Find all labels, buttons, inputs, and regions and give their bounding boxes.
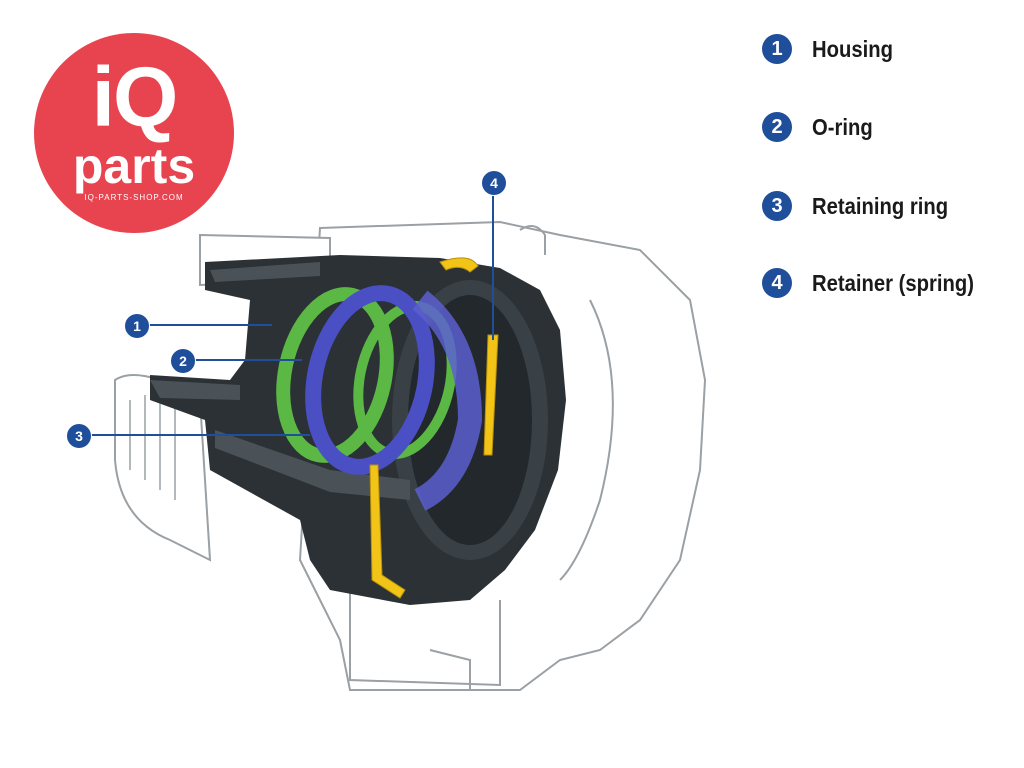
retainer-spring	[369, 257, 499, 599]
callout-number: 4	[490, 175, 498, 191]
callout-1: 1	[124, 313, 150, 339]
callout-lines	[90, 194, 494, 436]
callout-number: 2	[179, 353, 187, 369]
legend-item-housing: 1 Housing	[762, 34, 904, 64]
legend-item-retainer-spring: 4 Retainer (spring)	[762, 268, 996, 298]
legend-label: Retaining ring	[812, 192, 949, 219]
callout-number: 1	[133, 318, 141, 334]
callout-3: 3	[66, 423, 92, 449]
retaining-ring-tabs	[412, 290, 483, 511]
legend-item-o-ring: 2 O-ring	[762, 112, 881, 142]
logo-brand-bottom: parts	[72, 138, 196, 194]
iq-parts-logo: iQ parts IQ-PARTS-SHOP.COM	[34, 33, 234, 233]
number-badge: 3	[762, 191, 792, 221]
number-badge: 1	[762, 34, 792, 64]
logo-url: IQ-PARTS-SHOP.COM	[84, 193, 184, 202]
retaining-ring	[305, 285, 435, 475]
number-badge: 4	[762, 268, 792, 298]
number-badge: 2	[762, 112, 792, 142]
legend-item-retaining-ring: 3 Retaining ring	[762, 191, 967, 221]
legend-label: Housing	[812, 35, 893, 62]
callout-2: 2	[170, 348, 196, 374]
callout-number: 3	[75, 428, 83, 444]
logo-brand-top: iQ	[91, 50, 179, 144]
callout-4: 4	[481, 170, 507, 196]
legend-label: Retainer (spring)	[812, 269, 974, 296]
legend-label: O-ring	[812, 113, 873, 140]
